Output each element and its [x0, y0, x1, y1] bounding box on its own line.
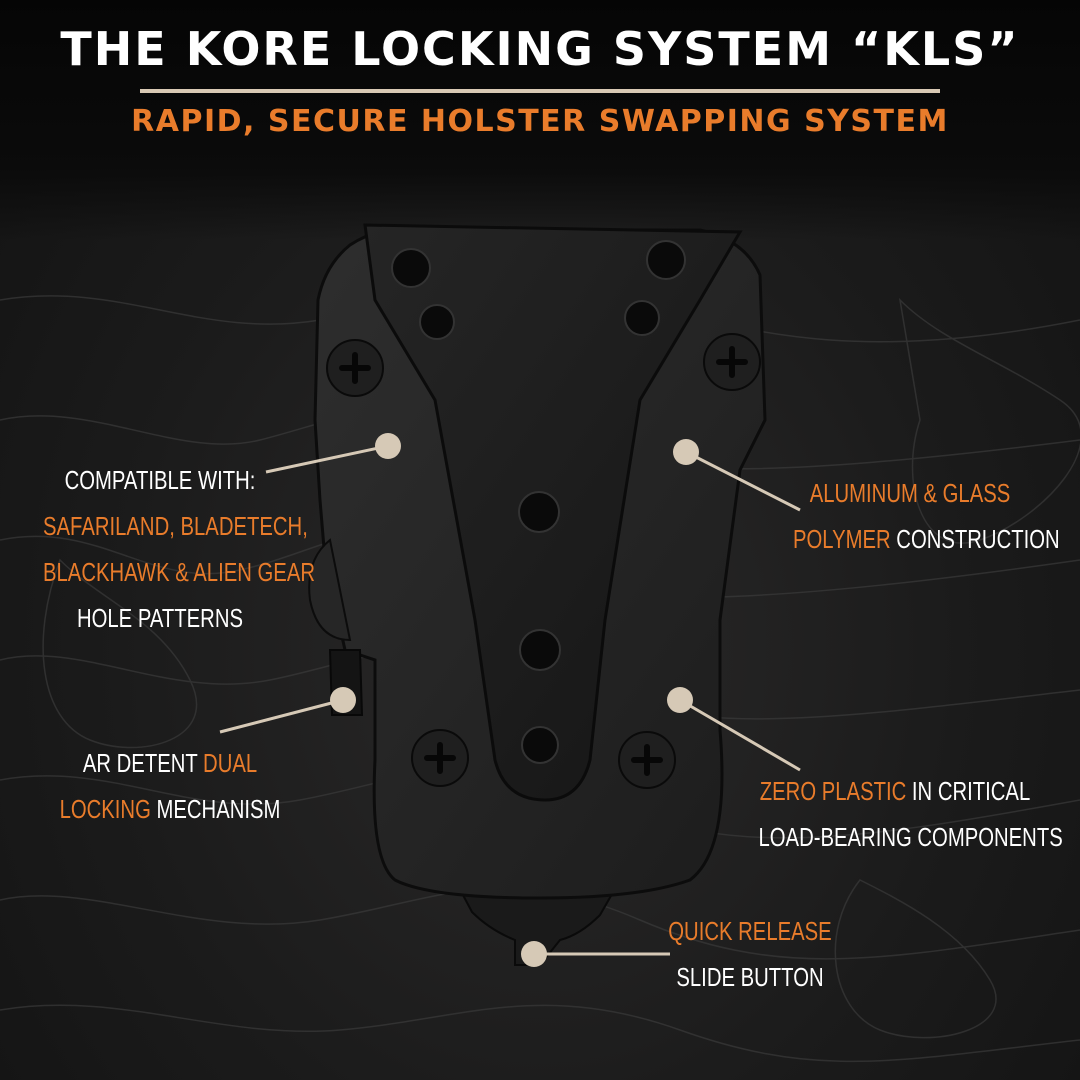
callout-detent-hl2: LOCKING [59, 794, 151, 824]
callout-detent-line2: LOCKING MECHANISM [53, 786, 287, 832]
callout-compatible-line3: BLACKHAWK & ALIEN GEAR [43, 557, 315, 587]
callout-zero-plastic-hl: ZERO PLASTIC [759, 776, 907, 806]
callout-dot-compatible [375, 433, 401, 459]
callout-aluminum-hl1: ALUMINUM & GLASS [809, 478, 1011, 508]
callout-dot-quick-release [521, 941, 547, 967]
callout-aluminum-line2: POLYMER CONSTRUCTION [793, 516, 1060, 562]
callout-detent: AR DETENT DUAL LOCKING MECHANISM [53, 740, 287, 832]
callout-detent-post: MECHANISM [150, 794, 281, 824]
callout-compatible: COMPATIBLE WITH: SAFARILAND, BLADETECH, … [43, 457, 315, 641]
callout-quick-release-line2: SLIDE BUTTON [676, 962, 824, 992]
callout-quick-release: QUICK RELEASE SLIDE BUTTON [641, 908, 859, 1000]
callout-aluminum-hl2: POLYMER [793, 524, 891, 554]
page-subtitle: RAPID, SECURE HOLSTER SWAPPING SYSTEM [131, 104, 949, 139]
header-band [0, 0, 1080, 240]
callout-dot-detent [330, 687, 356, 713]
callout-compatible-line2: SAFARILAND, BLADETECH, [43, 511, 308, 541]
callout-dot-aluminum [673, 439, 699, 465]
page-title: THE KORE LOCKING SYSTEM “KLS” [60, 22, 1020, 76]
callout-detent-line1: AR DETENT DUAL [53, 740, 287, 786]
callout-compatible-line1: COMPATIBLE WITH: [64, 465, 256, 495]
side-bump [308, 538, 352, 642]
callout-zero-plastic-post: IN CRITICAL [906, 776, 1031, 806]
title-underline [140, 89, 940, 93]
callout-aluminum: ALUMINUM & GLASS POLYMER CONSTRUCTION [793, 470, 1060, 562]
callout-compatible-line4: HOLE PATTERNS [76, 603, 244, 633]
callout-detent-pre: AR DETENT [82, 748, 204, 778]
callout-dot-zero-plastic [667, 687, 693, 713]
callout-aluminum-post: CONSTRUCTION [890, 524, 1060, 554]
callout-zero-plastic: ZERO PLASTIC IN CRITICAL LOAD-BEARING CO… [758, 768, 1063, 860]
callout-zero-plastic-line2: LOAD-BEARING COMPONENTS [758, 822, 1063, 852]
callout-quick-release-hl: QUICK RELEASE [668, 916, 832, 946]
callout-zero-plastic-line1: ZERO PLASTIC IN CRITICAL [759, 768, 1032, 814]
callout-detent-hl1: DUAL [203, 748, 258, 778]
